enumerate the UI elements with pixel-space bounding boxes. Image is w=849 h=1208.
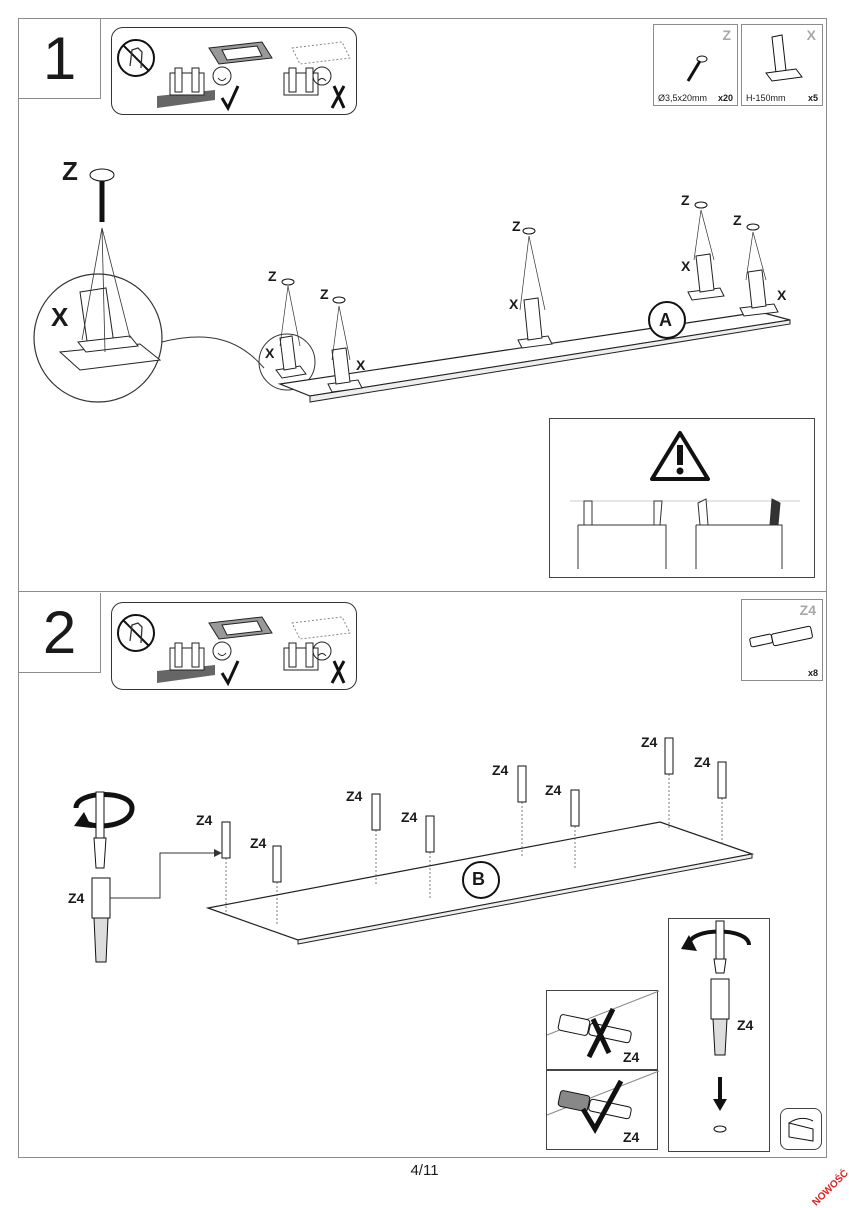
step-divider — [18, 591, 827, 592]
screw-label-5: Z — [733, 212, 742, 228]
foot-bracket-icon — [765, 34, 803, 82]
part-x-letter: X — [806, 27, 816, 43]
caution-inset — [549, 418, 815, 578]
screw-label-1: Z — [268, 268, 277, 284]
part-z4-quantity: x8 — [807, 668, 818, 678]
part-x-dimension: H-150mm — [746, 93, 786, 103]
panel-a-label: A — [659, 310, 672, 330]
part-z-quantity: x20 — [717, 93, 733, 103]
correct-insertion-icon — [546, 1070, 660, 1135]
panel-b-label: B — [472, 869, 485, 889]
z4-label-wrong: Z4 — [623, 1049, 640, 1065]
wrong-insertion-inset: Z4 — [546, 990, 660, 1070]
foot-label-1: X — [265, 345, 275, 361]
turn-page-icon — [780, 1108, 822, 1150]
step-2-illustration — [73, 737, 755, 963]
part-z4-box: Z4 x8 — [741, 599, 823, 681]
foot-label-5: X — [777, 287, 787, 303]
wrong-insertion-icon — [546, 990, 660, 1059]
z4-label-2: Z4 — [250, 835, 267, 851]
step-1-number: 1 — [19, 19, 101, 99]
part-z-dimension: Ø3,5x20mm — [658, 93, 708, 103]
part-z-box: Z Ø3,5x20mm x20 — [653, 24, 738, 106]
screw-label-2: Z — [320, 286, 329, 302]
part-x-box: X H-150mm x5 — [741, 24, 823, 106]
z4-label-inset: Z4 — [737, 1017, 754, 1033]
z4-label-8: Z4 — [694, 754, 711, 770]
part-z4-letter: Z4 — [799, 602, 816, 618]
step-2-warning-panel — [111, 602, 357, 690]
page-frame — [18, 18, 827, 1158]
step-1-illustration — [33, 168, 791, 403]
work-surface-warning-icon-2 — [117, 614, 351, 687]
z4-label-driver: Z4 — [68, 890, 85, 906]
driver-detail-icon — [681, 920, 751, 1133]
driver-detail-inset: Z4 — [668, 918, 770, 1152]
z4-label-4: Z4 — [401, 809, 418, 825]
screw-label-3: Z — [512, 218, 521, 234]
foot-label-4: X — [681, 258, 691, 274]
z4-label-5: Z4 — [492, 762, 509, 778]
screw-label-detail: Z — [62, 156, 78, 186]
screw-icon — [686, 55, 708, 82]
screw-label-4: Z — [681, 192, 690, 208]
part-z-letter: Z — [722, 27, 731, 43]
page-number: 4/11 — [410, 1162, 439, 1179]
foot-label-3: X — [509, 296, 519, 312]
foot-label-detail: X — [51, 302, 69, 332]
step-1-warning-panel — [111, 27, 357, 115]
correct-insertion-inset: Z4 — [546, 1070, 660, 1150]
work-surface-warning-icon — [117, 39, 351, 112]
z4-label-7: Z4 — [641, 734, 658, 750]
foot-label-2: X — [356, 357, 366, 373]
z4-label-correct: Z4 — [623, 1129, 640, 1145]
z4-label-3: Z4 — [346, 788, 363, 804]
page-flip-icon — [788, 1117, 814, 1142]
cam-dowel-icon — [749, 625, 813, 648]
part-x-quantity: x5 — [807, 93, 818, 103]
z4-label-1: Z4 — [196, 812, 213, 828]
step-2-number: 2 — [19, 593, 101, 673]
caution-icon — [570, 431, 800, 569]
z4-label-6: Z4 — [545, 782, 562, 798]
